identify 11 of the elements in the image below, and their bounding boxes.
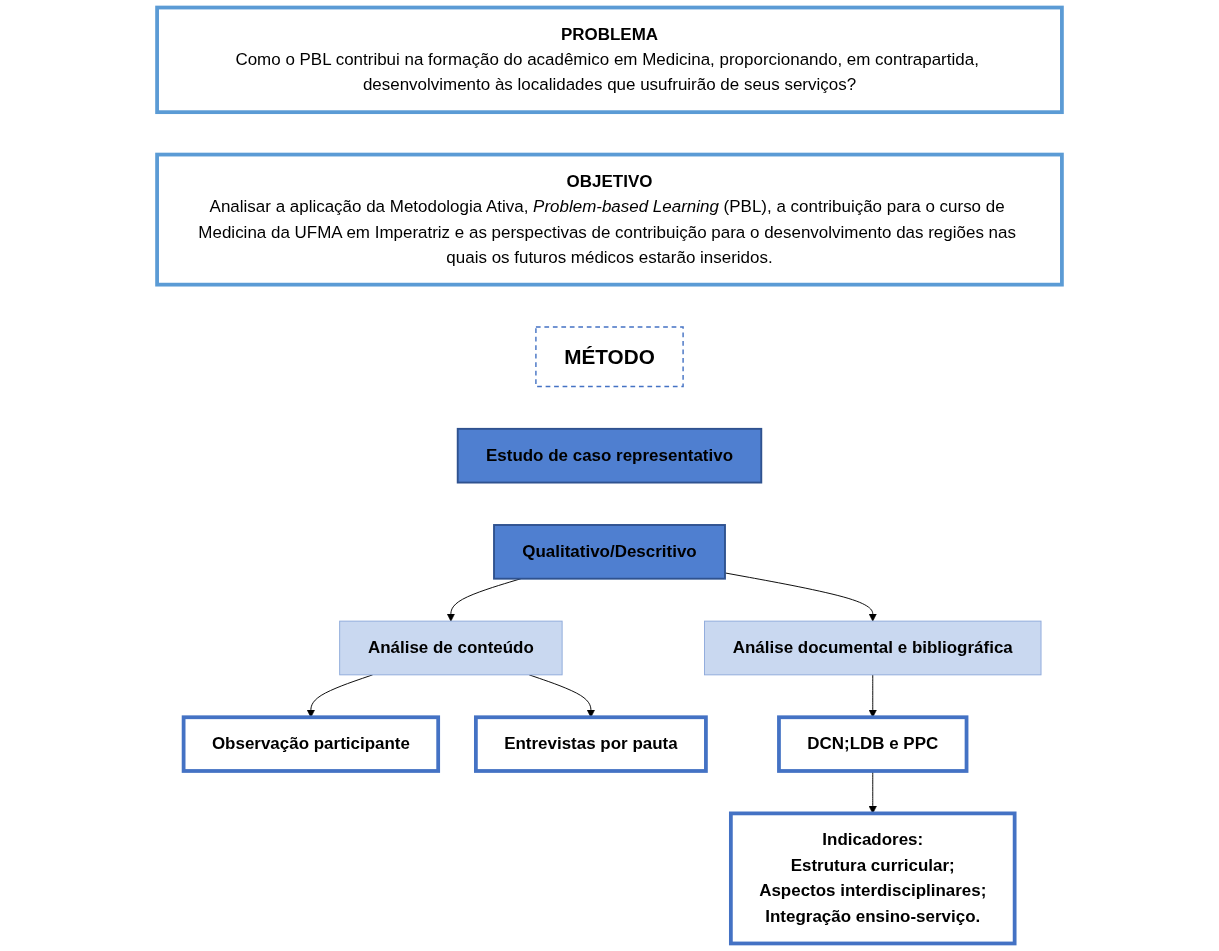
node-box: Entrevistas por pauta [474, 715, 708, 773]
node-box: Qualitativo/Descritivo [493, 524, 726, 580]
node-box: DCN;LDB e PPC [777, 715, 969, 773]
node-box: MÉTODO [535, 326, 684, 388]
node-box: Indicadores: Estrutura curricular; Aspectos interdisciplinares; Integração ensino-serviço. [729, 811, 1017, 946]
node-box: PROBLEMA Como o PBL contribui na formação do acadêmico em Medicina, proporcionando, em contrapartida, desenvolvimento às localidades que usufruirão de seus serviços? [155, 5, 1064, 115]
node-box: Análise documental e bibliográfica [704, 620, 1042, 676]
node-box: Estudo de caso representativo [456, 427, 763, 484]
node-box: OBJETIVO Analisar a aplicação da Metodologia Ativa, Problem-based Learning (PBL), a contribuição para o curso de Medicina da UFMA em Imperatriz e as perspectivas de contribuição para o desenvolvimento das regiões nas quais os futuros médicos estarão inseridos. [155, 152, 1064, 287]
node-box: Análise de conteúdo [339, 620, 563, 676]
node-box: Observação participante [181, 715, 441, 773]
